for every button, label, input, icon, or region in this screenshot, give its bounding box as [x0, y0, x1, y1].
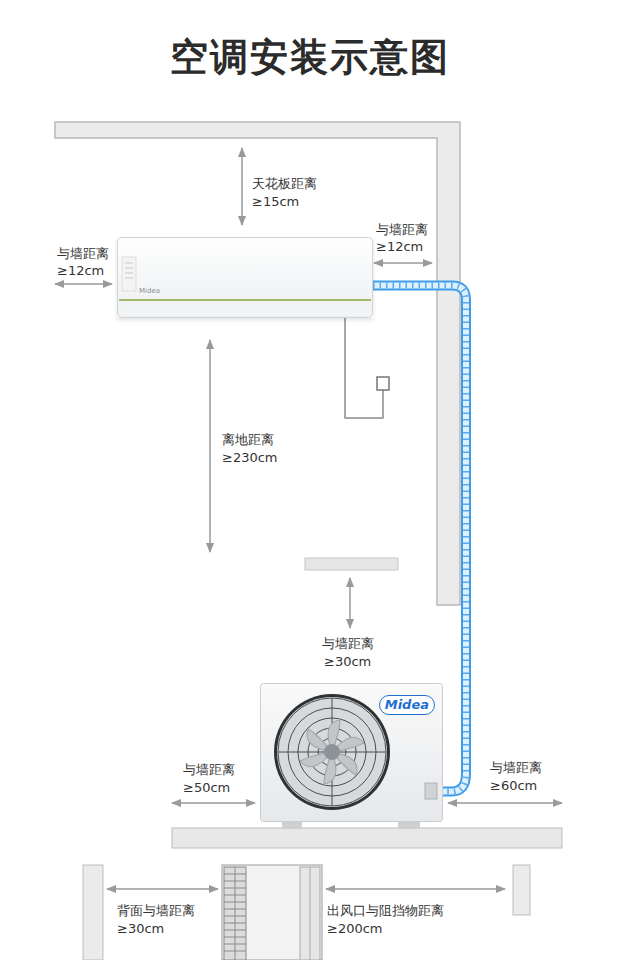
outdoor-unit: Midea: [260, 683, 443, 822]
dimension-label: 与墙距离: [322, 636, 374, 652]
dimension-label: 与墙距离: [376, 222, 428, 238]
dimension-label: 背面与墙距离: [117, 903, 195, 919]
dimension-arrows: [55, 148, 562, 889]
ground-slab: [172, 828, 562, 848]
dimension-label: 天花板距离: [252, 176, 317, 192]
dimension-label: ≥12cm: [57, 263, 104, 279]
dimension-label: 离地距离: [222, 432, 274, 448]
dimension-label: ≥15cm: [252, 194, 299, 210]
brand-logo: Midea: [379, 695, 435, 715]
obstacle: [513, 865, 530, 915]
shelf: [305, 558, 398, 570]
indoor-unit-body: [117, 237, 373, 318]
dimension-label: 与墙距离: [183, 762, 235, 778]
power-cord: [345, 318, 383, 418]
dimension-label: 与墙距离: [57, 246, 109, 262]
dimension-label: 与墙距离: [490, 760, 542, 776]
outdoor-unit-top-view: [222, 865, 322, 960]
dimension-label: ≥200cm: [327, 921, 383, 937]
dimension-label: ≥60cm: [490, 778, 537, 794]
dimension-label: ≥30cm: [117, 921, 164, 937]
wall-section: [83, 865, 103, 960]
dimension-label: 出风口与阻挡物距离: [327, 903, 444, 919]
dimension-label: ≥12cm: [376, 239, 423, 255]
brand-mark: Midea: [139, 287, 160, 296]
power-socket: [377, 377, 389, 390]
indoor-unit: Midea: [117, 237, 373, 318]
dimension-label: ≥230cm: [222, 450, 278, 466]
dimension-label: ≥50cm: [183, 780, 230, 796]
diagram-title: 空调安装示意图: [0, 34, 620, 80]
dimension-label: ≥30cm: [324, 654, 371, 670]
room-wall: [55, 122, 460, 605]
